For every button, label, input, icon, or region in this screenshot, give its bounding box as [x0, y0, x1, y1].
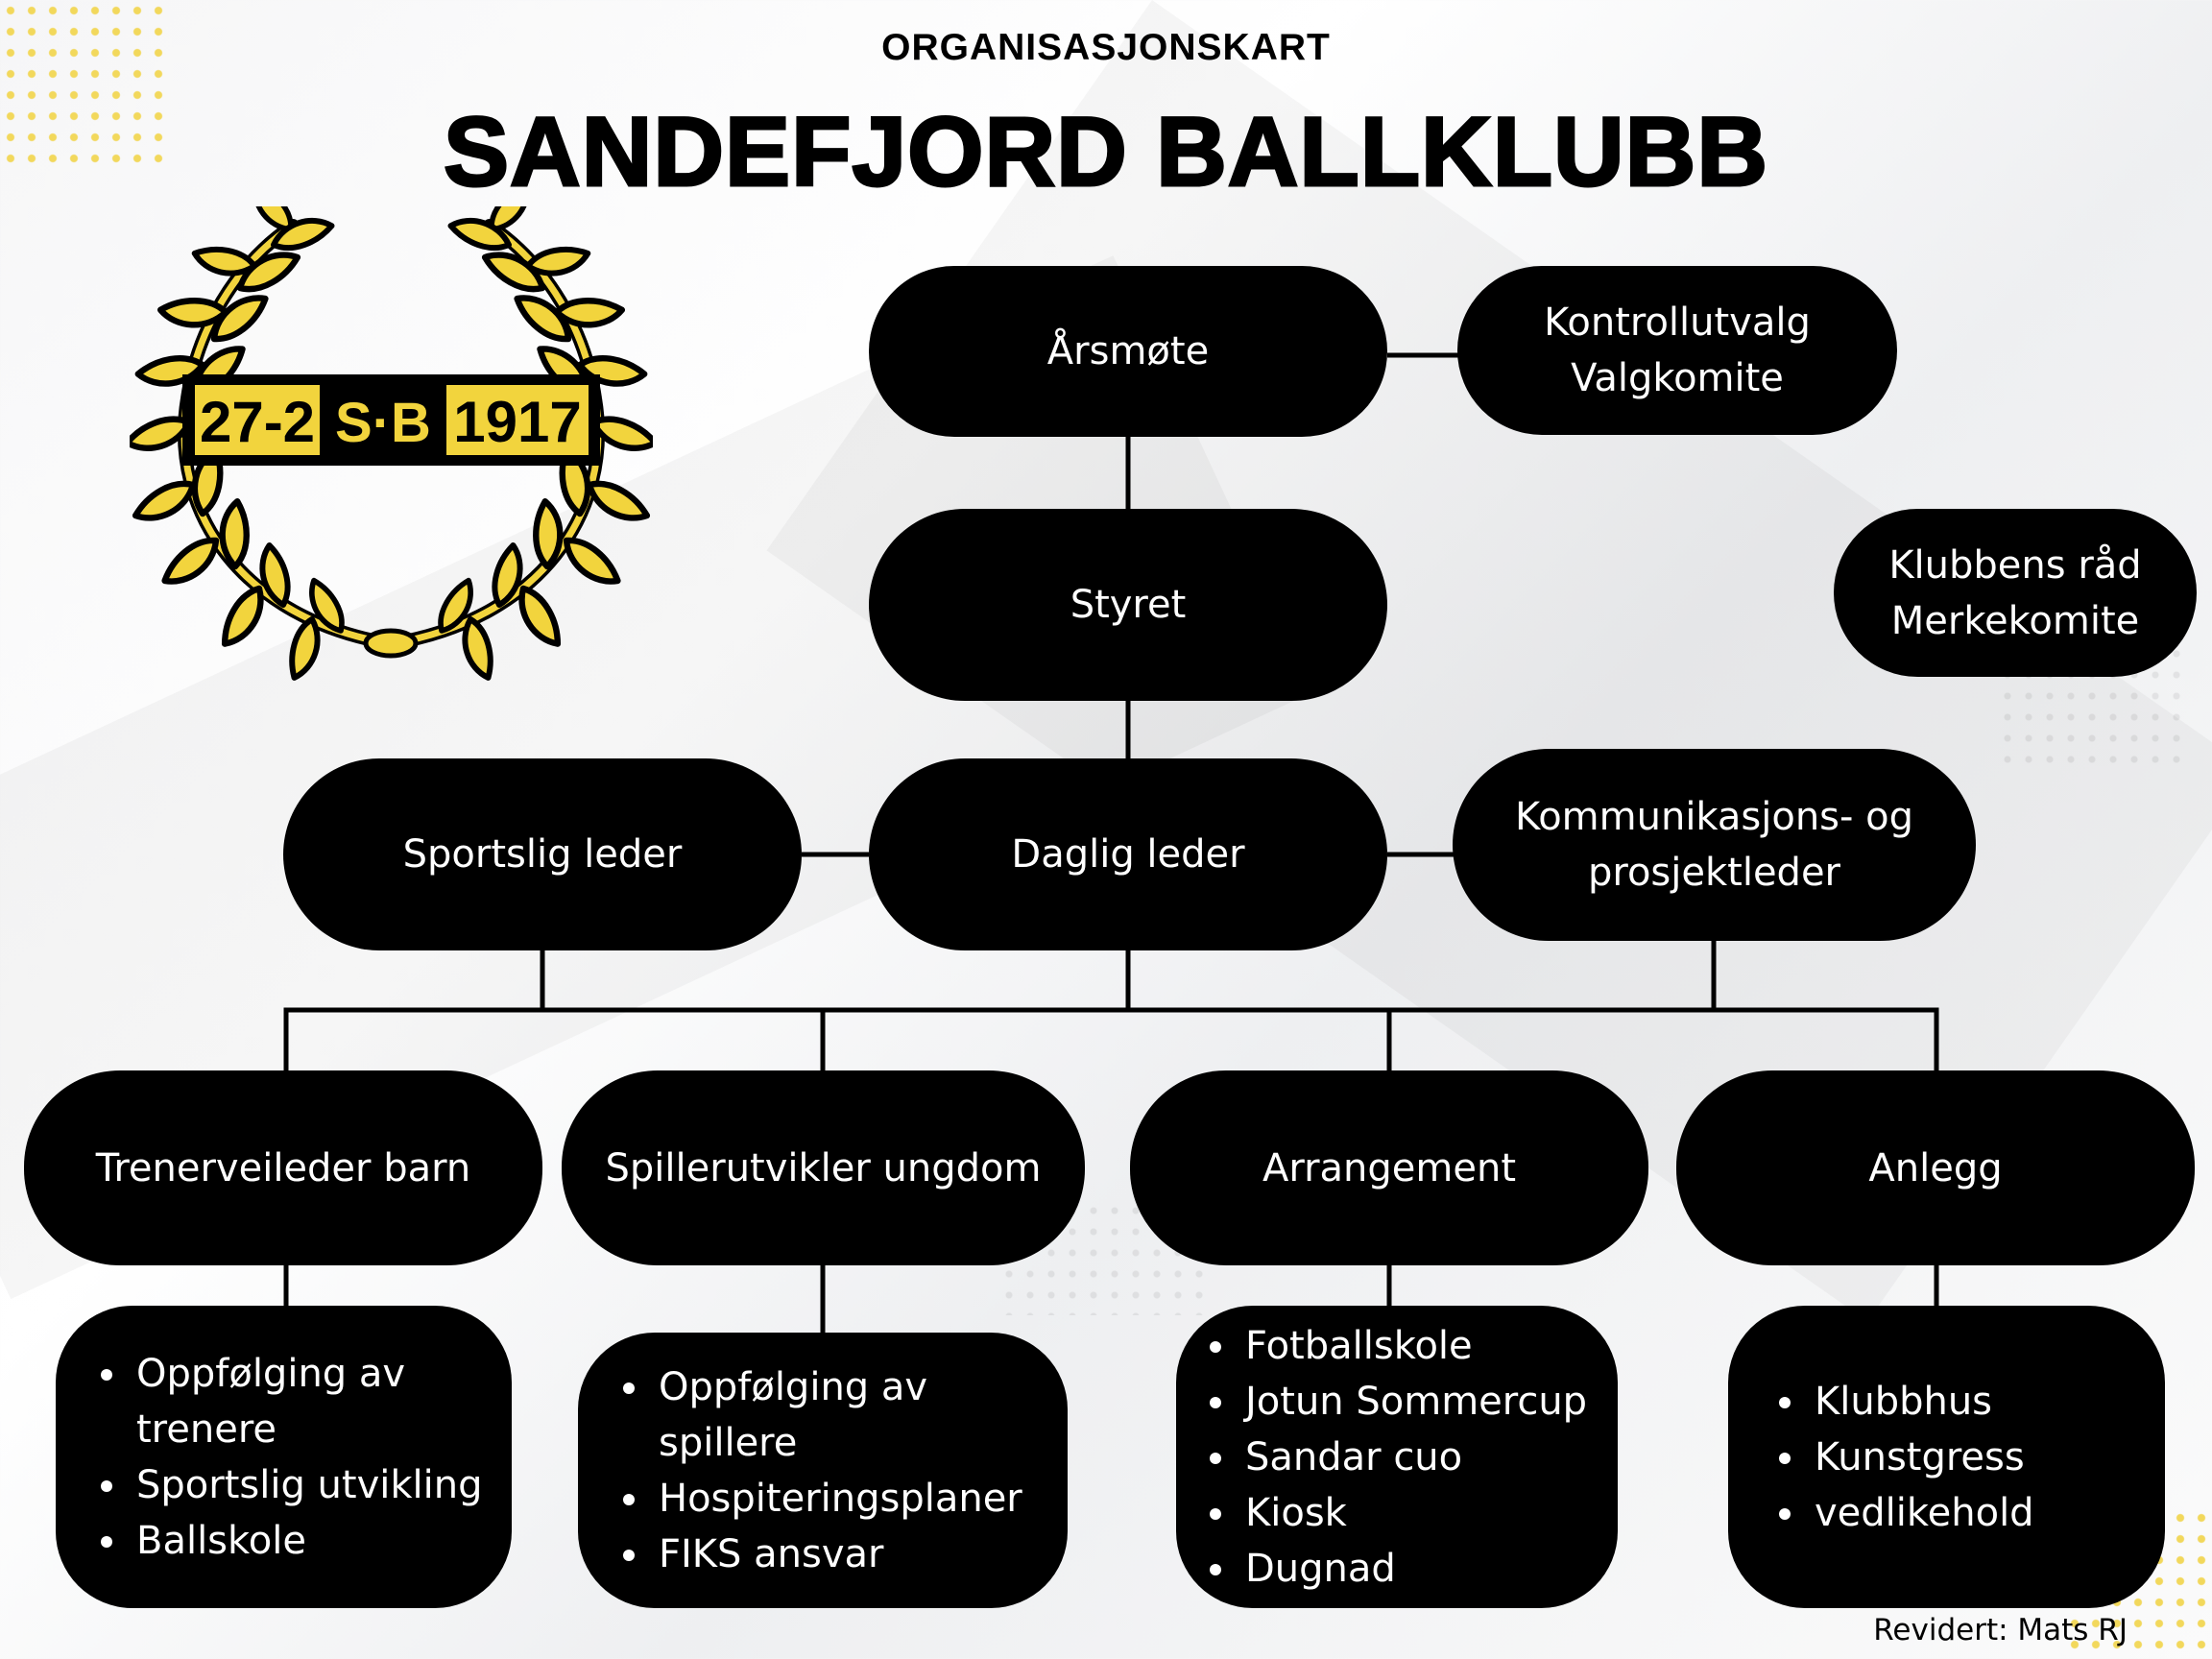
list-item: Hospiteringsplaner [653, 1471, 1022, 1527]
background-dots [0, 0, 169, 169]
node-arsmote: Årsmøte [869, 266, 1387, 437]
node-kommunikasjon: Kommunikasjons- og prosjektleder [1453, 749, 1976, 941]
chart-subtitle: ORGANISASJONSKART [881, 27, 1331, 68]
club-logo-wreath-icon: 27-2 S·B 1917 [130, 206, 653, 691]
list-item: Oppfølging av spillere [653, 1359, 966, 1471]
list-item: FIKS ansvar [653, 1527, 1022, 1582]
node-spillerutvikler-label: Spillerutvikler ungdom [605, 1145, 1042, 1190]
list-item: Klubbhus [1809, 1374, 2034, 1430]
list-item: vedlikehold [1809, 1485, 2034, 1541]
list-anlegg: Klubbhus Kunstgress vedlikehold [1728, 1306, 2165, 1608]
list-trenerveileder: Oppfølging av trenere Sportslig utviklin… [56, 1306, 512, 1608]
node-klubbens-rad-label: Klubbens råd [1888, 542, 2142, 588]
node-styret: Styret [869, 509, 1387, 701]
list-arrangement: Fotballskole Jotun Sommercup Sandar cuo … [1176, 1306, 1618, 1608]
list-item: Fotballskole [1239, 1318, 1587, 1374]
node-trenerveileder-label: Trenerveileder barn [95, 1145, 471, 1190]
list-item: Ballskole [131, 1513, 483, 1569]
node-sportslig-leder-label: Sportslig leder [402, 832, 683, 877]
node-spillerutvikler: Spillerutvikler ungdom [562, 1070, 1085, 1265]
revision-note: Revidert: Mats RJ [1873, 1613, 2128, 1647]
node-kommunikasjon-label-line2: prosjektleder [1587, 851, 1840, 895]
list-item: Oppfølging av trenere [131, 1346, 468, 1457]
node-kommunikasjon-label-line1: Kommunikasjons- og [1514, 795, 1914, 839]
node-arrangement-label: Arrangement [1262, 1145, 1517, 1190]
node-anlegg-label: Anlegg [1868, 1145, 2003, 1190]
node-arrangement: Arrangement [1130, 1070, 1648, 1265]
list-item: Sportslig utvikling [131, 1457, 483, 1513]
logo-right-text: 1917 [453, 390, 581, 454]
node-daglig-leder-label: Daglig leder [1011, 832, 1245, 877]
logo-center-text: S·B [335, 392, 431, 454]
chart-title: SANDEFJORD BALLKLUBB [443, 96, 1769, 208]
node-daglig-leder: Daglig leder [869, 758, 1387, 950]
node-styret-label: Styret [1070, 583, 1187, 627]
node-merkekomite-label: Merkekomite [1890, 598, 2140, 643]
list-item: Jotun Sommercup [1239, 1374, 1587, 1430]
list-item: Kiosk [1239, 1485, 1587, 1541]
node-kontrollutvalg-label: Kontrollutvalg [1544, 301, 1811, 345]
node-valgkomite-label: Valgkomite [1571, 356, 1784, 400]
connector-bus [283, 1007, 1939, 1070]
node-anlegg: Anlegg [1676, 1070, 2195, 1265]
node-trenerveileder: Trenerveileder barn [24, 1070, 542, 1265]
list-spillerutvikler: Oppfølging av spillere Hospiteringsplane… [578, 1333, 1068, 1608]
node-arsmote-label: Årsmøte [1046, 329, 1210, 373]
list-item: Dugnad [1239, 1541, 1587, 1597]
list-item: Kunstgress [1809, 1430, 2034, 1485]
logo-left-text: 27-2 [200, 390, 315, 454]
node-kontrollutvalg: Kontrollutvalg Valgkomite [1457, 266, 1897, 435]
list-item: Sandar cuo [1239, 1430, 1587, 1485]
node-klubbens-rad: Klubbens råd Merkekomite [1834, 509, 2197, 677]
node-sportslig-leder: Sportslig leder [283, 758, 802, 950]
